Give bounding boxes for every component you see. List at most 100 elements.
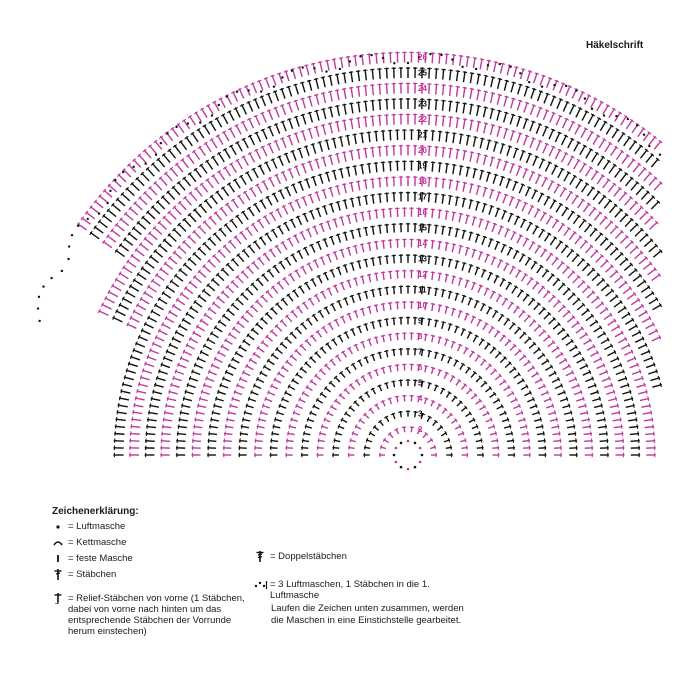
stitch-top: [537, 347, 542, 352]
stitch: [604, 142, 612, 153]
stitch-top: [500, 403, 504, 409]
stitch-top: [554, 256, 560, 261]
stitch: [621, 312, 631, 319]
row-number: 20: [418, 146, 427, 155]
legend-item-slip: = Kettmasche: [52, 537, 126, 548]
stitch-top: [257, 164, 263, 168]
stitch-top: [153, 180, 158, 185]
stitch-top: [276, 225, 282, 229]
stitch-top: [115, 417, 118, 422]
stitch: [639, 233, 649, 242]
stitch-top: [150, 396, 153, 401]
stitch-top: [502, 334, 507, 338]
stitch-top: [202, 241, 207, 246]
stitch-top: [610, 343, 614, 348]
stitch-top: [333, 375, 338, 380]
edge-chain: [575, 89, 578, 92]
stitch-top: [353, 343, 358, 347]
stitch-top: [326, 410, 330, 416]
stitch-top: [658, 180, 663, 185]
stitch-top: [370, 321, 375, 324]
stitch-top: [648, 171, 653, 176]
stitch: [528, 241, 535, 251]
stitch-top: [512, 366, 517, 371]
stitch: [441, 84, 445, 96]
stitch-top: [528, 438, 530, 443]
stitch-row: [129, 176, 662, 458]
stitch-top: [341, 183, 347, 186]
stitch-top: [306, 262, 311, 266]
stitch: [180, 292, 190, 300]
stitch-top: [155, 199, 160, 204]
stitch: [292, 183, 298, 194]
stitch-top: [600, 403, 603, 408]
stitch: [315, 191, 321, 202]
stitch-top: [147, 231, 152, 236]
stitch-top: [556, 183, 561, 187]
stitch-top: [571, 315, 576, 320]
stitch-top: [174, 162, 179, 167]
stitch-top: [156, 375, 159, 381]
stitch-top: [363, 100, 368, 103]
stitch-top: [634, 410, 637, 415]
edge-chain: [486, 64, 490, 67]
center-chain: [406, 439, 410, 443]
stitch-top: [476, 152, 482, 156]
stitch-top: [534, 403, 538, 409]
stitch-top: [280, 365, 285, 370]
stitch: [510, 231, 516, 241]
stitch-top: [606, 283, 610, 288]
stitch-top: [465, 246, 471, 250]
stitch-top: [558, 98, 564, 101]
stitch: [652, 383, 662, 388]
stitch-top: [615, 294, 619, 299]
stitch: [645, 432, 655, 436]
stitch: [207, 104, 214, 115]
stitch: [357, 117, 361, 129]
stitch-top: [321, 108, 326, 111]
stitch-top: [280, 297, 285, 302]
stitch-top: [261, 273, 266, 277]
stitch: [248, 134, 256, 146]
stitch-top: [197, 403, 200, 408]
stitch: [614, 275, 623, 284]
stitch-top: [107, 289, 111, 295]
stitch-top: [496, 207, 501, 210]
stitch: [544, 232, 551, 242]
stitch-top: [451, 243, 457, 246]
stitch-top: [183, 286, 188, 291]
stitch-top: [136, 220, 141, 225]
stitch-top: [541, 285, 546, 289]
stitch-top: [638, 329, 642, 335]
stitch-top: [471, 315, 477, 319]
stitch-top: [197, 269, 202, 274]
stitch-top: [617, 186, 623, 191]
stitch: [632, 163, 641, 173]
stitch-top: [303, 145, 309, 148]
stitch: [624, 218, 634, 228]
stitch-top: [213, 403, 216, 408]
stitch-top: [560, 383, 564, 388]
stitch: [602, 104, 609, 115]
stitch-top: [500, 62, 506, 65]
stitch-top: [531, 365, 536, 370]
stitch: [153, 249, 164, 258]
stitch: [586, 186, 595, 197]
stitch-top: [514, 147, 520, 151]
stitch-top: [488, 306, 493, 310]
stitch: [132, 158, 142, 168]
stitch: [173, 251, 182, 260]
stitch-top: [334, 354, 340, 358]
stitch: [115, 249, 125, 258]
stitch-top: [601, 277, 606, 282]
stitch: [217, 152, 225, 163]
stitch: [518, 183, 524, 194]
stitch: [161, 291, 172, 299]
stitch-top: [189, 305, 193, 310]
stitch: [165, 404, 175, 408]
stitch: [628, 140, 637, 151]
stitch-top: [469, 88, 475, 90]
stitch: [531, 189, 537, 200]
stitch-top: [380, 399, 385, 403]
stitch: [462, 149, 466, 161]
